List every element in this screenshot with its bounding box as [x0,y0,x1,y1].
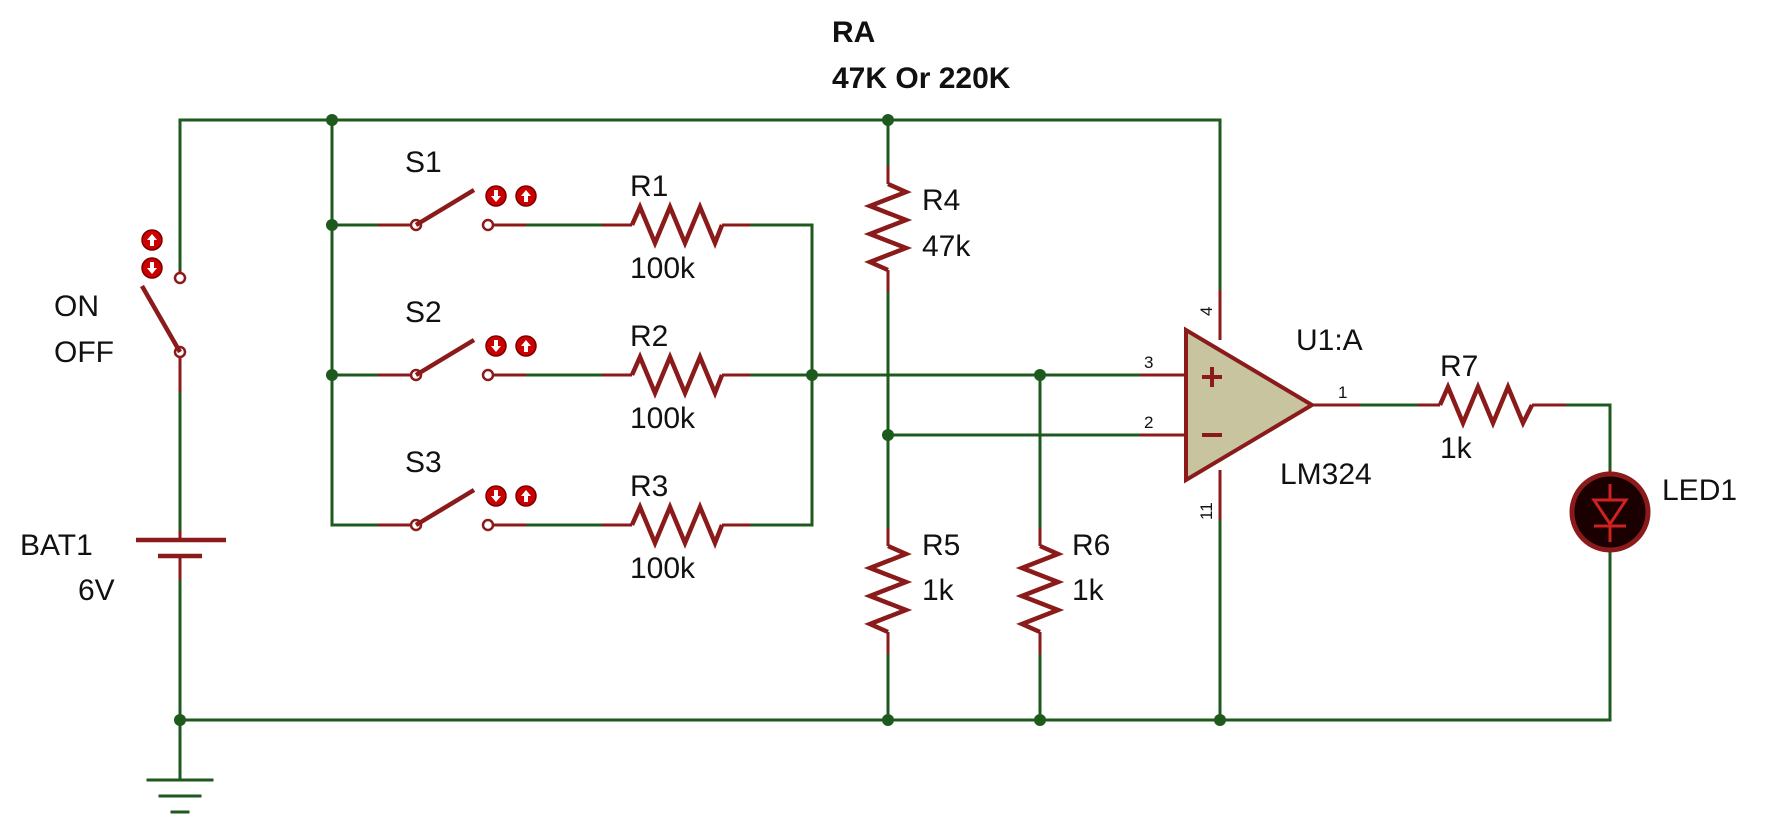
switch-s1[interactable] [378,185,537,232]
ra-value: 47K Or 220K [832,62,1011,95]
switch-s2-control-icon[interactable] [485,335,537,357]
resistor-r6-name: R6 [1072,529,1110,562]
resistor-r4-name: R4 [922,184,960,217]
resistor-r6 [1015,528,1065,654]
junction-dot [1214,714,1226,726]
resistor-r5-name: R5 [922,529,960,562]
resistor-r1-name: R1 [630,170,668,203]
junction-dot [326,114,338,126]
resistor-r7-name: R7 [1440,350,1478,383]
switch-s2-label: S2 [405,296,442,329]
opamp-pin-4: 4 [1197,307,1216,316]
switch-s3-control-icon[interactable] [485,485,537,507]
resistor-r6-value: 1k [1072,574,1105,607]
junction-dot [174,714,186,726]
opamp-pin-1: 1 [1338,383,1347,402]
power-switch-lever [140,284,182,354]
junction-dot [1034,714,1046,726]
power-switch-on-label: ON [54,290,99,323]
resistor-r1-value: 100k [630,252,696,285]
opamp-triangle [1184,326,1316,484]
power-switch[interactable] [140,229,187,392]
resistor-r5-value: 1k [922,574,955,607]
switch-s1-control-icon[interactable] [485,185,537,207]
led-name-label: LED1 [1662,474,1737,507]
resistor-r3-name: R3 [630,470,668,503]
opamp-pin-3: 3 [1144,353,1153,372]
junction-dot [882,714,894,726]
junction-dot [326,219,338,231]
resistor-r7-value: 1k [1440,432,1473,465]
wires [178,118,1612,782]
resistor-r1 [602,201,750,250]
resistor-r3-value: 100k [630,552,696,585]
junction-dot [882,114,894,126]
resistor-r4 [863,166,913,292]
ground-symbol [146,778,214,814]
switch-s3-label: S3 [405,446,442,479]
opamp-part-label: LM324 [1280,458,1372,491]
resistor-r2-value: 100k [630,402,696,435]
switch-s1-lever [414,188,476,227]
opamp-u1a [1140,290,1360,520]
resistor-r3 [602,501,750,550]
junction-dot [326,369,338,381]
opamp-pin-2: 2 [1144,413,1153,432]
resistor-r4-value: 47k [922,230,971,263]
junction-dot [1034,369,1046,381]
resistor-r7 [1418,381,1566,429]
junction-dot [806,369,818,381]
battery-value-label: 6V [78,574,115,607]
battery [136,530,226,580]
switch-s1-label: S1 [405,146,442,179]
junctions [174,114,1226,726]
resistor-r2 [602,351,750,400]
ra-title: RA [832,16,875,49]
opamp-plus-icon [1202,367,1222,387]
switch-s3[interactable] [378,485,537,532]
resistor-r5 [863,528,913,654]
led-1 [1569,470,1651,553]
switch-s2-lever [414,338,476,377]
power-switch-off-label: OFF [54,336,114,369]
switch-s3-lever [414,488,476,527]
junction-dot [882,429,894,441]
resistor-r2-name: R2 [630,320,668,353]
opamp-pin-11: 11 [1197,502,1216,520]
switch-s2[interactable] [378,335,537,382]
power-switch-control-icon[interactable] [141,229,163,279]
battery-name-label: BAT1 [20,529,93,562]
opamp-name-label: U1:A [1296,324,1363,357]
